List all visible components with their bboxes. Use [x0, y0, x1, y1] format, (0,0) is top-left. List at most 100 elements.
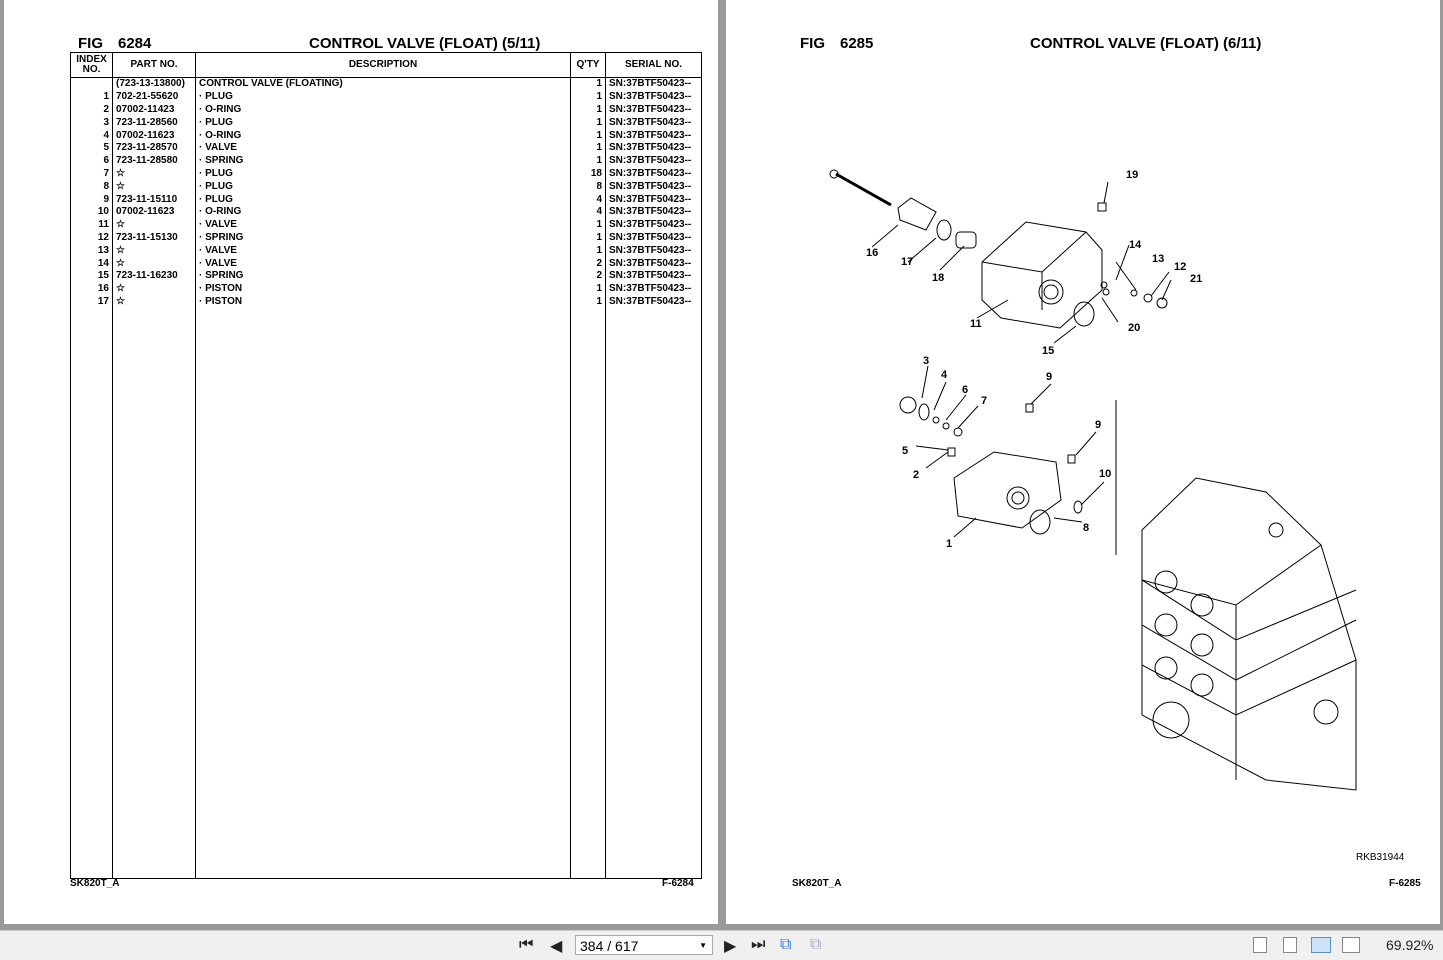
- page-number-input[interactable]: 384 / 617 ▼: [575, 935, 713, 955]
- cell-index: 1: [70, 90, 113, 104]
- parts-table: INDEX NO. PART NO. DESCRIPTION Q'TY SERI…: [70, 52, 702, 879]
- cell-serial: SN:37BTF50423--: [605, 90, 702, 104]
- fig-number: 6285: [840, 35, 874, 52]
- cell-part: ☆: [112, 257, 196, 270]
- cell-part: 723-11-28560: [112, 116, 196, 130]
- cell-desc: · SPRING: [195, 154, 571, 168]
- col-part: PART NO.: [112, 52, 196, 78]
- viewer-toolbar: ⏮ ◀ 384 / 617 ▼ ▶ ⏭ ⧉ ⧉ 69.92%: [0, 930, 1443, 960]
- chevron-down-icon[interactable]: ▼: [699, 941, 707, 950]
- cell-desc: · O-RING: [195, 205, 571, 219]
- cell-serial: SN:37BTF50423--: [605, 103, 702, 117]
- col-serial: SERIAL NO.: [605, 52, 702, 78]
- cell-serial: SN:37BTF50423--: [605, 141, 702, 155]
- cell-serial: SN:37BTF50423--: [605, 77, 702, 91]
- previous-view-icon[interactable]: ⧉: [780, 936, 792, 953]
- callout-label: 11: [970, 318, 982, 330]
- first-page-icon[interactable]: ⏮: [519, 936, 534, 953]
- cell-qty: 8: [570, 180, 606, 194]
- cell-part: ☆: [112, 244, 196, 258]
- callout-label: 2: [913, 469, 919, 481]
- callout-label: 13: [1152, 253, 1164, 265]
- cell-index: 4: [70, 129, 113, 142]
- cell-desc: · VALVE: [195, 218, 571, 232]
- cell-desc: · PLUG: [195, 90, 571, 104]
- cell-serial: SN:37BTF50423--: [605, 244, 702, 258]
- callout-label: 20: [1128, 322, 1140, 334]
- page-title: CONTROL VALVE (FLOAT) (6/11): [1030, 35, 1262, 52]
- cell-index: 5: [70, 141, 113, 155]
- single-page-icon[interactable]: [1253, 937, 1267, 953]
- next-view-icon[interactable]: ⧉: [810, 936, 822, 953]
- cell-desc: · VALVE: [195, 244, 571, 258]
- right-page: FIG 6285 CONTROL VALVE (FLOAT) (6/11) 19…: [726, 0, 1440, 924]
- page-title: CONTROL VALVE (FLOAT) (5/11): [309, 35, 541, 52]
- cell-serial: SN:37BTF50423--: [605, 180, 702, 194]
- cell-serial: SN:37BTF50423--: [605, 205, 702, 219]
- callout-label: 15: [1042, 345, 1054, 357]
- cell-index: 12: [70, 231, 113, 245]
- cell-qty: 2: [570, 257, 606, 270]
- facing-icon[interactable]: [1311, 937, 1331, 953]
- page-indicator: 384 / 617: [580, 938, 639, 954]
- callout-label: 17: [901, 256, 913, 268]
- callout-label: 10: [1099, 468, 1111, 480]
- cell-index: 3: [70, 116, 113, 130]
- table-filler: [70, 308, 702, 879]
- callout-label: 4: [941, 369, 948, 381]
- footer-right: F-6285: [1389, 878, 1421, 889]
- cell-index: 9: [70, 193, 113, 206]
- continuous-icon[interactable]: [1283, 937, 1297, 953]
- cell-qty: 1: [570, 116, 606, 130]
- cell-serial: SN:37BTF50423--: [605, 193, 702, 206]
- next-page-icon[interactable]: ▶: [724, 938, 737, 955]
- callout-label: 18: [932, 272, 944, 284]
- cell-qty: 2: [570, 269, 606, 283]
- cell-desc: · PISTON: [195, 282, 571, 296]
- cell-serial: SN:37BTF50423--: [605, 218, 702, 232]
- callout-label: 14: [1129, 239, 1142, 251]
- zoom-level[interactable]: 69.92%: [1386, 937, 1434, 953]
- cell-qty: 1: [570, 103, 606, 117]
- cell-qty: 4: [570, 205, 606, 219]
- last-page-icon[interactable]: ⏭: [751, 936, 766, 953]
- cell-part: 723-11-15110: [112, 193, 196, 206]
- cell-serial: SN:37BTF50423--: [605, 129, 702, 142]
- continuous-facing-icon[interactable]: [1342, 937, 1360, 953]
- cell-index: 13: [70, 244, 113, 258]
- callout-label: 9: [1095, 419, 1101, 431]
- cell-index: 2: [70, 103, 113, 117]
- callout-label: 8: [1083, 522, 1089, 534]
- cell-desc: · O-RING: [195, 129, 571, 142]
- prev-page-icon[interactable]: ◀: [550, 938, 563, 955]
- cell-part: ☆: [112, 180, 196, 194]
- callout-label: 21: [1190, 273, 1202, 285]
- cell-serial: SN:37BTF50423--: [605, 154, 702, 168]
- footer-left: SK820T_A: [792, 878, 842, 889]
- cell-part: 723-11-16230: [112, 269, 196, 283]
- callout-label: 7: [981, 395, 987, 407]
- cell-serial: SN:37BTF50423--: [605, 269, 702, 283]
- cell-desc: CONTROL VALVE (FLOATING): [195, 77, 571, 91]
- callout-label: 3: [923, 355, 929, 367]
- footer-right: F-6284: [662, 878, 694, 889]
- col-desc: DESCRIPTION: [195, 52, 571, 78]
- cell-desc: · PLUG: [195, 180, 571, 194]
- fig-label: FIG: [78, 35, 103, 52]
- cell-index: 6: [70, 154, 113, 168]
- callout-label: 19: [1126, 169, 1138, 181]
- cell-qty: 1: [570, 141, 606, 155]
- cell-serial: SN:37BTF50423--: [605, 116, 702, 130]
- cell-qty: 1: [570, 77, 606, 91]
- cell-serial: SN:37BTF50423--: [605, 295, 702, 309]
